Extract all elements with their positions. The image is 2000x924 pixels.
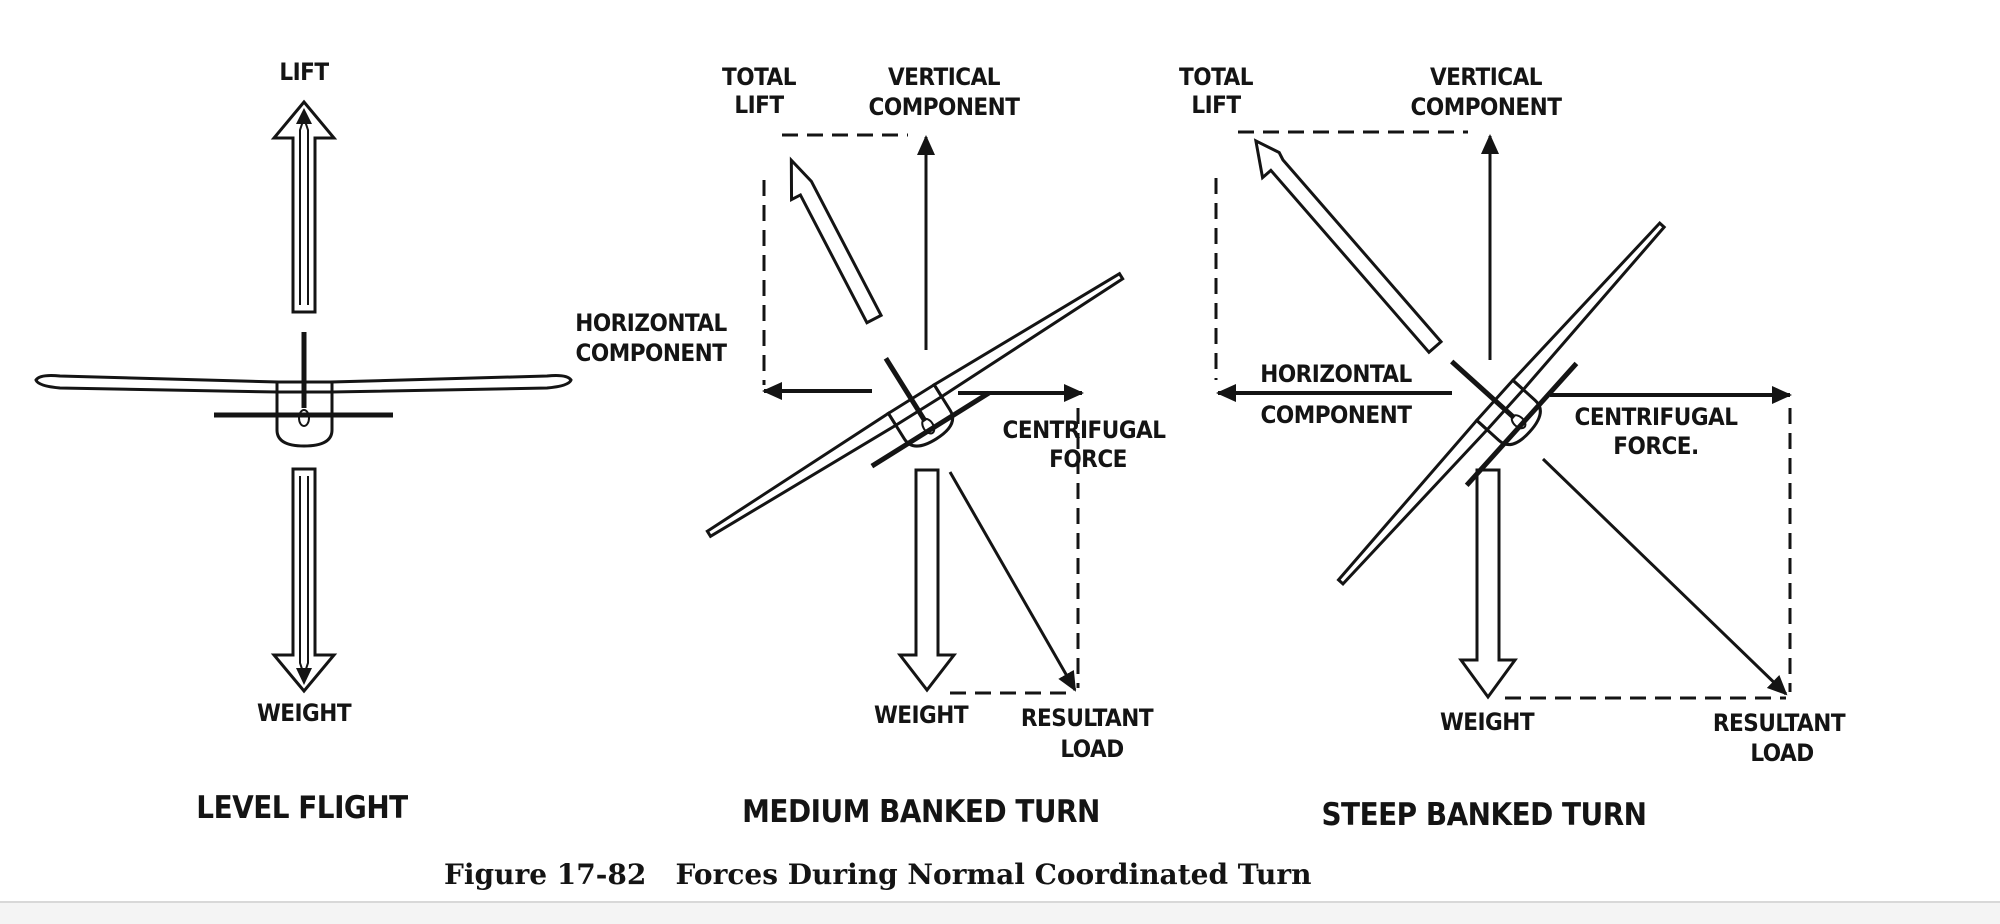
label-total-lift-line1: TOTAL (1179, 63, 1254, 91)
resultant-load-arrow (1541, 457, 1788, 696)
aircraft-steep-bank (1336, 221, 1667, 586)
label-total-lift-line2: LIFT (1191, 91, 1241, 119)
panel-level-flight: LIFT WEIGHT LEVEL FLIGHT (34, 58, 573, 826)
label-resultant-load-line2: LOAD (1060, 735, 1123, 763)
dashed-guides (1214, 130, 1792, 700)
panel-title: STEEP BANKED TURN (1321, 797, 1646, 833)
weight-arrow (270, 467, 338, 694)
resultant-load-arrow (948, 471, 1077, 692)
label-centrifugal-force-line1: CENTRIFUGAL (1574, 403, 1738, 431)
panel-medium-banked-turn: TOTAL LIFT VERTICAL COMPONENT HORIZONTAL… (575, 63, 1167, 830)
panel-title: MEDIUM BANKED TURN (742, 794, 1100, 830)
label-weight: WEIGHT (874, 701, 969, 729)
weight-arrow (1458, 468, 1518, 700)
total-lift-arrow (789, 156, 884, 325)
label-vertical-component-line2: COMPONENT (1411, 93, 1563, 121)
label-total-lift-line1: TOTAL (722, 63, 797, 91)
lift-arrow (270, 99, 338, 314)
label-horizontal-component-line2: COMPONENT (576, 339, 728, 367)
aircraft-medium-bank (705, 271, 1125, 539)
page-footer-strip (0, 901, 2000, 924)
panel-steep-banked-turn: TOTAL LIFT VERTICAL COMPONENT HORIZONTAL… (1179, 63, 1846, 833)
label-centrifugal-force-line2: FORCE (1049, 445, 1127, 473)
figure-caption: Figure 17-82 Forces During Normal Coordi… (444, 858, 1312, 891)
label-resultant-load-line2: LOAD (1750, 739, 1813, 767)
label-vertical-component-line2: COMPONENT (869, 93, 1021, 121)
total-lift-arrow (1253, 138, 1444, 355)
label-resultant-load-line1: RESULTANT (1713, 709, 1846, 737)
label-vertical-component-line1: VERTICAL (1430, 63, 1543, 91)
label-vertical-component-line1: VERTICAL (888, 63, 1001, 91)
label-total-lift-line2: LIFT (734, 91, 784, 119)
label-lift: LIFT (279, 58, 329, 86)
panel-title: LEVEL FLIGHT (196, 790, 408, 826)
weight-arrow (896, 468, 958, 693)
label-centrifugal-force-line2: FORCE. (1613, 432, 1699, 460)
aircraft-level (34, 332, 573, 448)
label-horizontal-component-line2: COMPONENT (1261, 401, 1413, 429)
dashed-guides (762, 133, 1080, 695)
label-weight: WEIGHT (1440, 708, 1535, 736)
label-centrifugal-force-line1: CENTRIFUGAL (1002, 416, 1166, 444)
label-weight: WEIGHT (257, 699, 352, 727)
label-horizontal-component-line1: HORIZONTAL (1260, 360, 1412, 388)
label-resultant-load-line1: RESULTANT (1021, 704, 1154, 732)
label-horizontal-component-line1: HORIZONTAL (575, 309, 727, 337)
